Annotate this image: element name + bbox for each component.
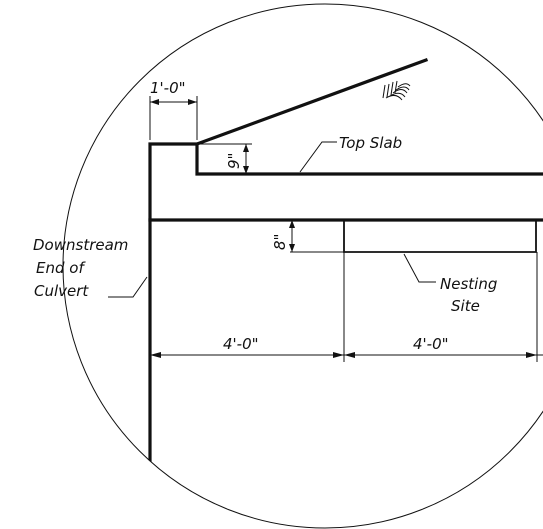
slope-line: [194, 57, 429, 147]
downstream-label-line2: End of: [36, 259, 86, 277]
nesting-site-label-line1: Nesting: [440, 275, 497, 293]
dimension-9in: [197, 143, 252, 174]
bottom-dimension: [150, 252, 543, 362]
dimension-8in: [289, 220, 344, 253]
downstream-label-line3: Culvert: [34, 282, 89, 300]
dim-bottom-right-label: 4'-0": [413, 335, 449, 353]
nesting-site-leader: [403, 253, 436, 283]
nesting-site-box: [343, 220, 537, 253]
detail-circle: [62, 3, 543, 529]
downstream-leader: [108, 276, 148, 298]
dimension-1ft: [149, 96, 198, 140]
nesting-site-label-line2: Site: [451, 297, 480, 315]
headwall-outline: [148, 142, 543, 500]
dim-bottom-left-label: 4'-0": [223, 335, 259, 353]
dim-9in-label: 9": [225, 153, 243, 169]
dim-1ft-label: 1'-0": [150, 79, 186, 97]
top-slab-leader: [299, 141, 337, 173]
downstream-label-line1: Downstream: [33, 236, 128, 254]
dim-8in-label: 8": [271, 234, 289, 250]
top-slab-label: Top Slab: [339, 134, 402, 152]
soil-hatch: [382, 80, 411, 101]
